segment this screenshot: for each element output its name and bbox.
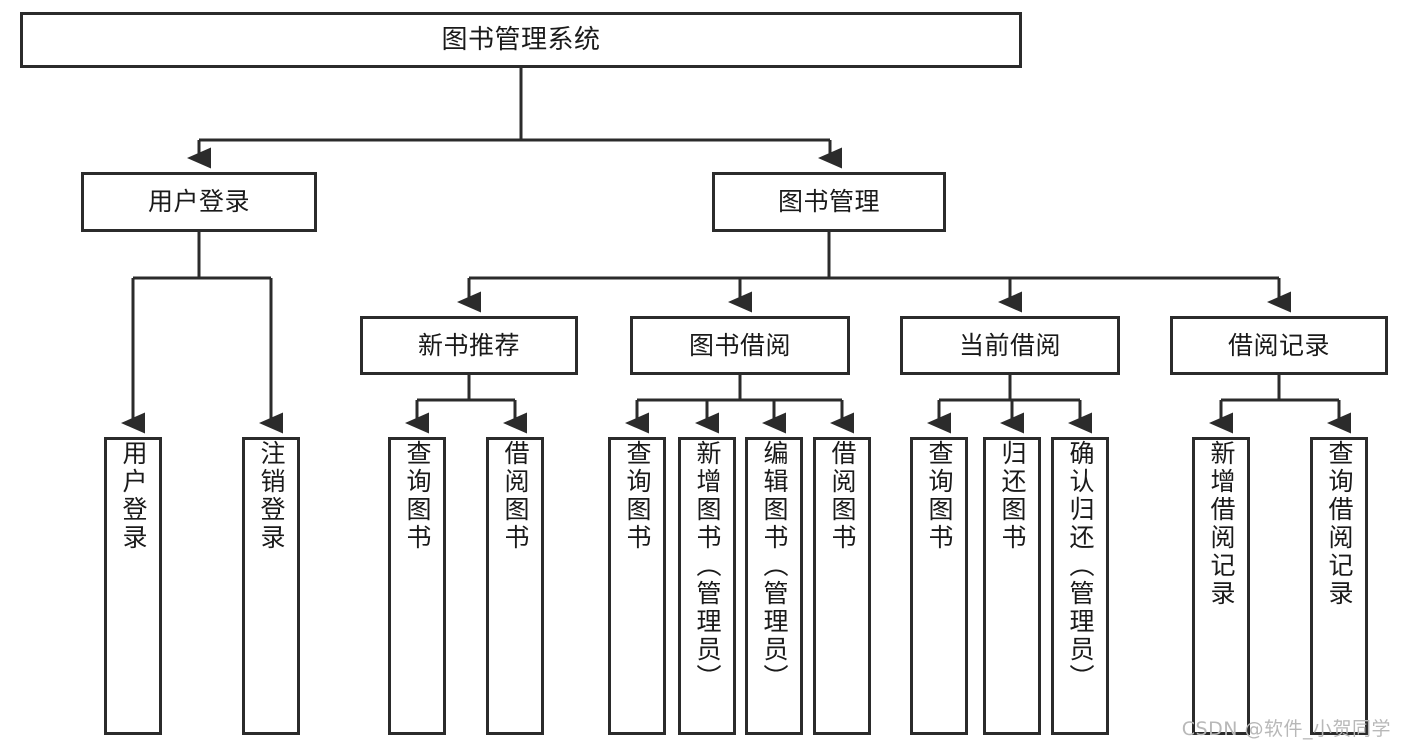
leaf-edit-book[interactable]: 编辑图书（管理员） (745, 437, 803, 735)
node-label: 用户登录 (119, 440, 148, 552)
node-label: 新书推荐 (417, 330, 520, 360)
leaf-query-book-3[interactable]: 查询图书 (910, 437, 968, 735)
node-label: 借阅图书 (501, 440, 530, 552)
leaf-query-record[interactable]: 查询借阅记录 (1310, 437, 1368, 735)
node-user-login[interactable]: 用户登录 (81, 172, 317, 232)
node-label: 查询图书 (403, 440, 432, 552)
leaf-borrow-book-2[interactable]: 借阅图书 (813, 437, 871, 735)
leaf-logout[interactable]: 注销登录 (242, 437, 300, 735)
node-label: 当前借阅 (958, 330, 1061, 360)
node-label: 归还图书 (998, 440, 1027, 552)
watermark-text: CSDN @软件_小贺同学 (1181, 718, 1391, 740)
node-label: 新增借阅记录 (1207, 440, 1236, 608)
node-label: 图书管理 (777, 187, 880, 217)
node-label: 新增图书（管理员） (693, 440, 722, 692)
node-label: 注销登录 (257, 440, 286, 552)
node-label: 图书管理系统 (441, 24, 601, 55)
node-label: 查询图书 (925, 440, 954, 552)
node-label: 用户登录 (147, 187, 250, 217)
node-root-system[interactable]: 图书管理系统 (20, 12, 1022, 68)
node-label: 确认归还（管理员） (1066, 440, 1095, 692)
node-borrow-record[interactable]: 借阅记录 (1170, 316, 1388, 375)
node-label: 图书借阅 (688, 330, 791, 360)
node-label: 借阅记录 (1227, 330, 1330, 360)
node-book-borrow[interactable]: 图书借阅 (630, 316, 850, 375)
leaf-add-record[interactable]: 新增借阅记录 (1192, 437, 1250, 735)
node-label: 查询借阅记录 (1325, 440, 1354, 608)
leaf-user-login[interactable]: 用户登录 (104, 437, 162, 735)
leaf-query-book-2[interactable]: 查询图书 (608, 437, 666, 735)
node-label: 查询图书 (623, 440, 652, 552)
node-label: 编辑图书（管理员） (760, 440, 789, 692)
node-label: 借阅图书 (828, 440, 857, 552)
leaf-borrow-book-1[interactable]: 借阅图书 (486, 437, 544, 735)
leaf-confirm-return[interactable]: 确认归还（管理员） (1051, 437, 1109, 735)
leaf-query-book-1[interactable]: 查询图书 (388, 437, 446, 735)
node-book-manage[interactable]: 图书管理 (712, 172, 946, 232)
leaf-add-book[interactable]: 新增图书（管理员） (678, 437, 736, 735)
node-current-borrow[interactable]: 当前借阅 (900, 316, 1120, 375)
node-new-book-recommend[interactable]: 新书推荐 (360, 316, 578, 375)
leaf-return-book[interactable]: 归还图书 (983, 437, 1041, 735)
